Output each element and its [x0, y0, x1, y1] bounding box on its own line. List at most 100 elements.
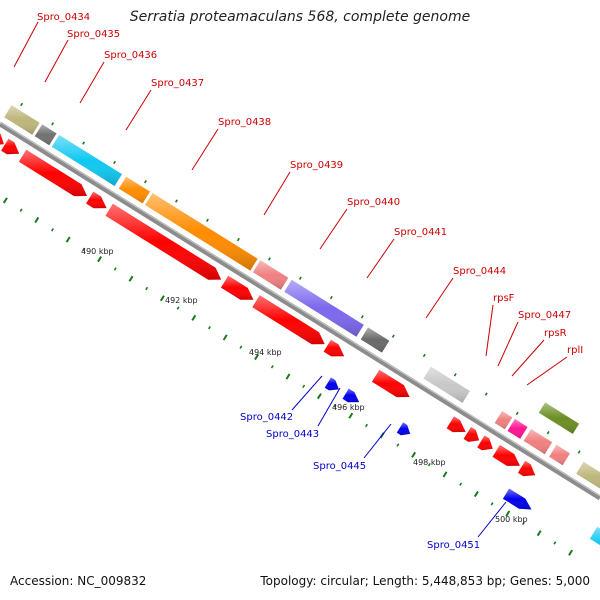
reverse-strand-genes — [0, 133, 536, 510]
scale-tick — [20, 102, 24, 107]
kbp-labels: 490 kbp 492 kbp 494 kbp 496 kbp 498 kbp 500 k… — [81, 247, 528, 524]
scale-tick — [329, 295, 333, 300]
scale-tick — [522, 521, 525, 526]
genome-backbone — [0, 121, 600, 501]
gene-spro_0447 — [507, 419, 528, 439]
label-leaders — [13, 21, 568, 538]
label-spro_0440: Spro_0440 — [347, 197, 400, 208]
scale-tick — [254, 353, 260, 361]
scale-tick — [144, 180, 147, 184]
scale-tick — [411, 451, 417, 458]
scale-tick — [302, 384, 306, 389]
kbp-label: 500 kbp — [495, 515, 528, 524]
gene-spro_0439 — [252, 260, 289, 290]
reverse-gene-red — [18, 149, 88, 197]
gene-spro_0434 — [4, 105, 40, 135]
spro-0442-gene — [324, 377, 339, 391]
reverse-gene-red — [86, 191, 107, 209]
gene-spro_0440 — [284, 279, 364, 337]
spro-0443-gene — [342, 388, 360, 403]
scale-tick — [19, 208, 23, 212]
label-spro_0434: Spro_0434 — [37, 12, 90, 23]
kbp-label: 496 kbp — [332, 403, 365, 412]
label-spro_0439: Spro_0439 — [290, 160, 343, 171]
scale-tick — [473, 490, 479, 498]
scale-tick — [553, 541, 557, 545]
scale-tick — [159, 295, 165, 302]
scale-tick — [191, 314, 197, 321]
reverse-gene-red — [220, 275, 254, 300]
scale-tick — [490, 502, 494, 506]
gene-spro_0436 — [51, 135, 122, 186]
scale-tick — [222, 334, 228, 341]
scale-tick — [360, 315, 364, 319]
scale-tick — [285, 373, 291, 380]
label-spro_0445: Spro_0445 — [313, 461, 366, 472]
scale-tick — [546, 431, 550, 435]
topology-text: Topology: circular; Length: 5,448,853 bp… — [260, 574, 590, 588]
scale-tick — [459, 482, 463, 486]
scale-tick — [239, 345, 243, 349]
scale-tick — [515, 411, 519, 416]
scale-tick — [577, 450, 581, 454]
label-spro_0447: Spro_0447 — [518, 310, 571, 321]
gene-spro_0437 — [118, 176, 150, 204]
label-spro_0451: Spro_0451 — [427, 540, 480, 551]
forward-strand-genes — [4, 105, 600, 546]
scale-tick — [391, 334, 395, 338]
scale-tick — [176, 306, 180, 310]
scale-tick — [396, 443, 400, 447]
label-rpsf: rpsF — [493, 293, 515, 304]
gene-unlabeled-olive — [538, 402, 580, 434]
reverse-gene-red — [323, 339, 345, 357]
label-spro_0441: Spro_0441 — [394, 227, 447, 238]
reverse-gene-red — [1, 138, 20, 155]
scale-tick — [270, 365, 274, 369]
scale-tick — [316, 393, 322, 400]
kbp-label: 492 kbp — [165, 296, 198, 305]
scale-ticks — [2, 102, 581, 556]
scale-tick — [505, 510, 511, 517]
reverse-gene-red — [446, 416, 466, 433]
scale-tick — [205, 218, 209, 223]
scale-tick — [422, 353, 426, 358]
scale-tick — [333, 404, 337, 408]
reverse-gene-red — [463, 427, 480, 442]
scale-tick — [113, 267, 117, 271]
label-spro_0442: Spro_0442 — [240, 412, 293, 423]
scale-tick — [128, 275, 134, 282]
gene-rpsf — [494, 411, 513, 430]
scale-tick — [34, 216, 40, 224]
scale-tick — [442, 471, 448, 478]
accession-text: Accession: NC_009832 — [10, 574, 147, 588]
scale-tick — [365, 423, 368, 428]
label-spro_0438: Spro_0438 — [218, 117, 271, 128]
scale-tick — [236, 237, 240, 242]
label-rpsr: rpsR — [544, 328, 567, 339]
gene-spro_0441 — [360, 327, 390, 353]
scale-tick — [51, 122, 55, 126]
scale-tick — [82, 141, 86, 145]
scale-tick — [267, 257, 271, 261]
kbp-label: 494 kbp — [249, 348, 282, 357]
reverse-gene-red — [252, 295, 325, 345]
gene-unlabeled-cyan — [589, 526, 600, 546]
scale-tick — [175, 199, 178, 203]
scale-tick — [348, 412, 354, 419]
gene-rpsr — [523, 429, 553, 455]
scale-tick — [208, 325, 211, 330]
scale-tick — [51, 228, 54, 232]
scale-tick — [97, 256, 103, 263]
reverse-gene-red — [492, 445, 520, 466]
scale-tick — [145, 286, 149, 291]
reverse-gene-blue — [502, 488, 532, 510]
scale-tick — [113, 160, 116, 165]
reverse-gene-red — [477, 435, 493, 451]
scale-tick — [2, 197, 8, 204]
kbp-label: 498 kbp — [413, 458, 446, 467]
kbp-label: 490 kbp — [81, 247, 114, 256]
reverse-gene-red — [371, 369, 410, 398]
gene-spro_0435 — [34, 124, 57, 146]
reverse-gene-red — [0, 133, 4, 145]
gene-labels: Spro_0434Spro_0435Spro_0436Spro_0437Spro… — [37, 12, 583, 551]
